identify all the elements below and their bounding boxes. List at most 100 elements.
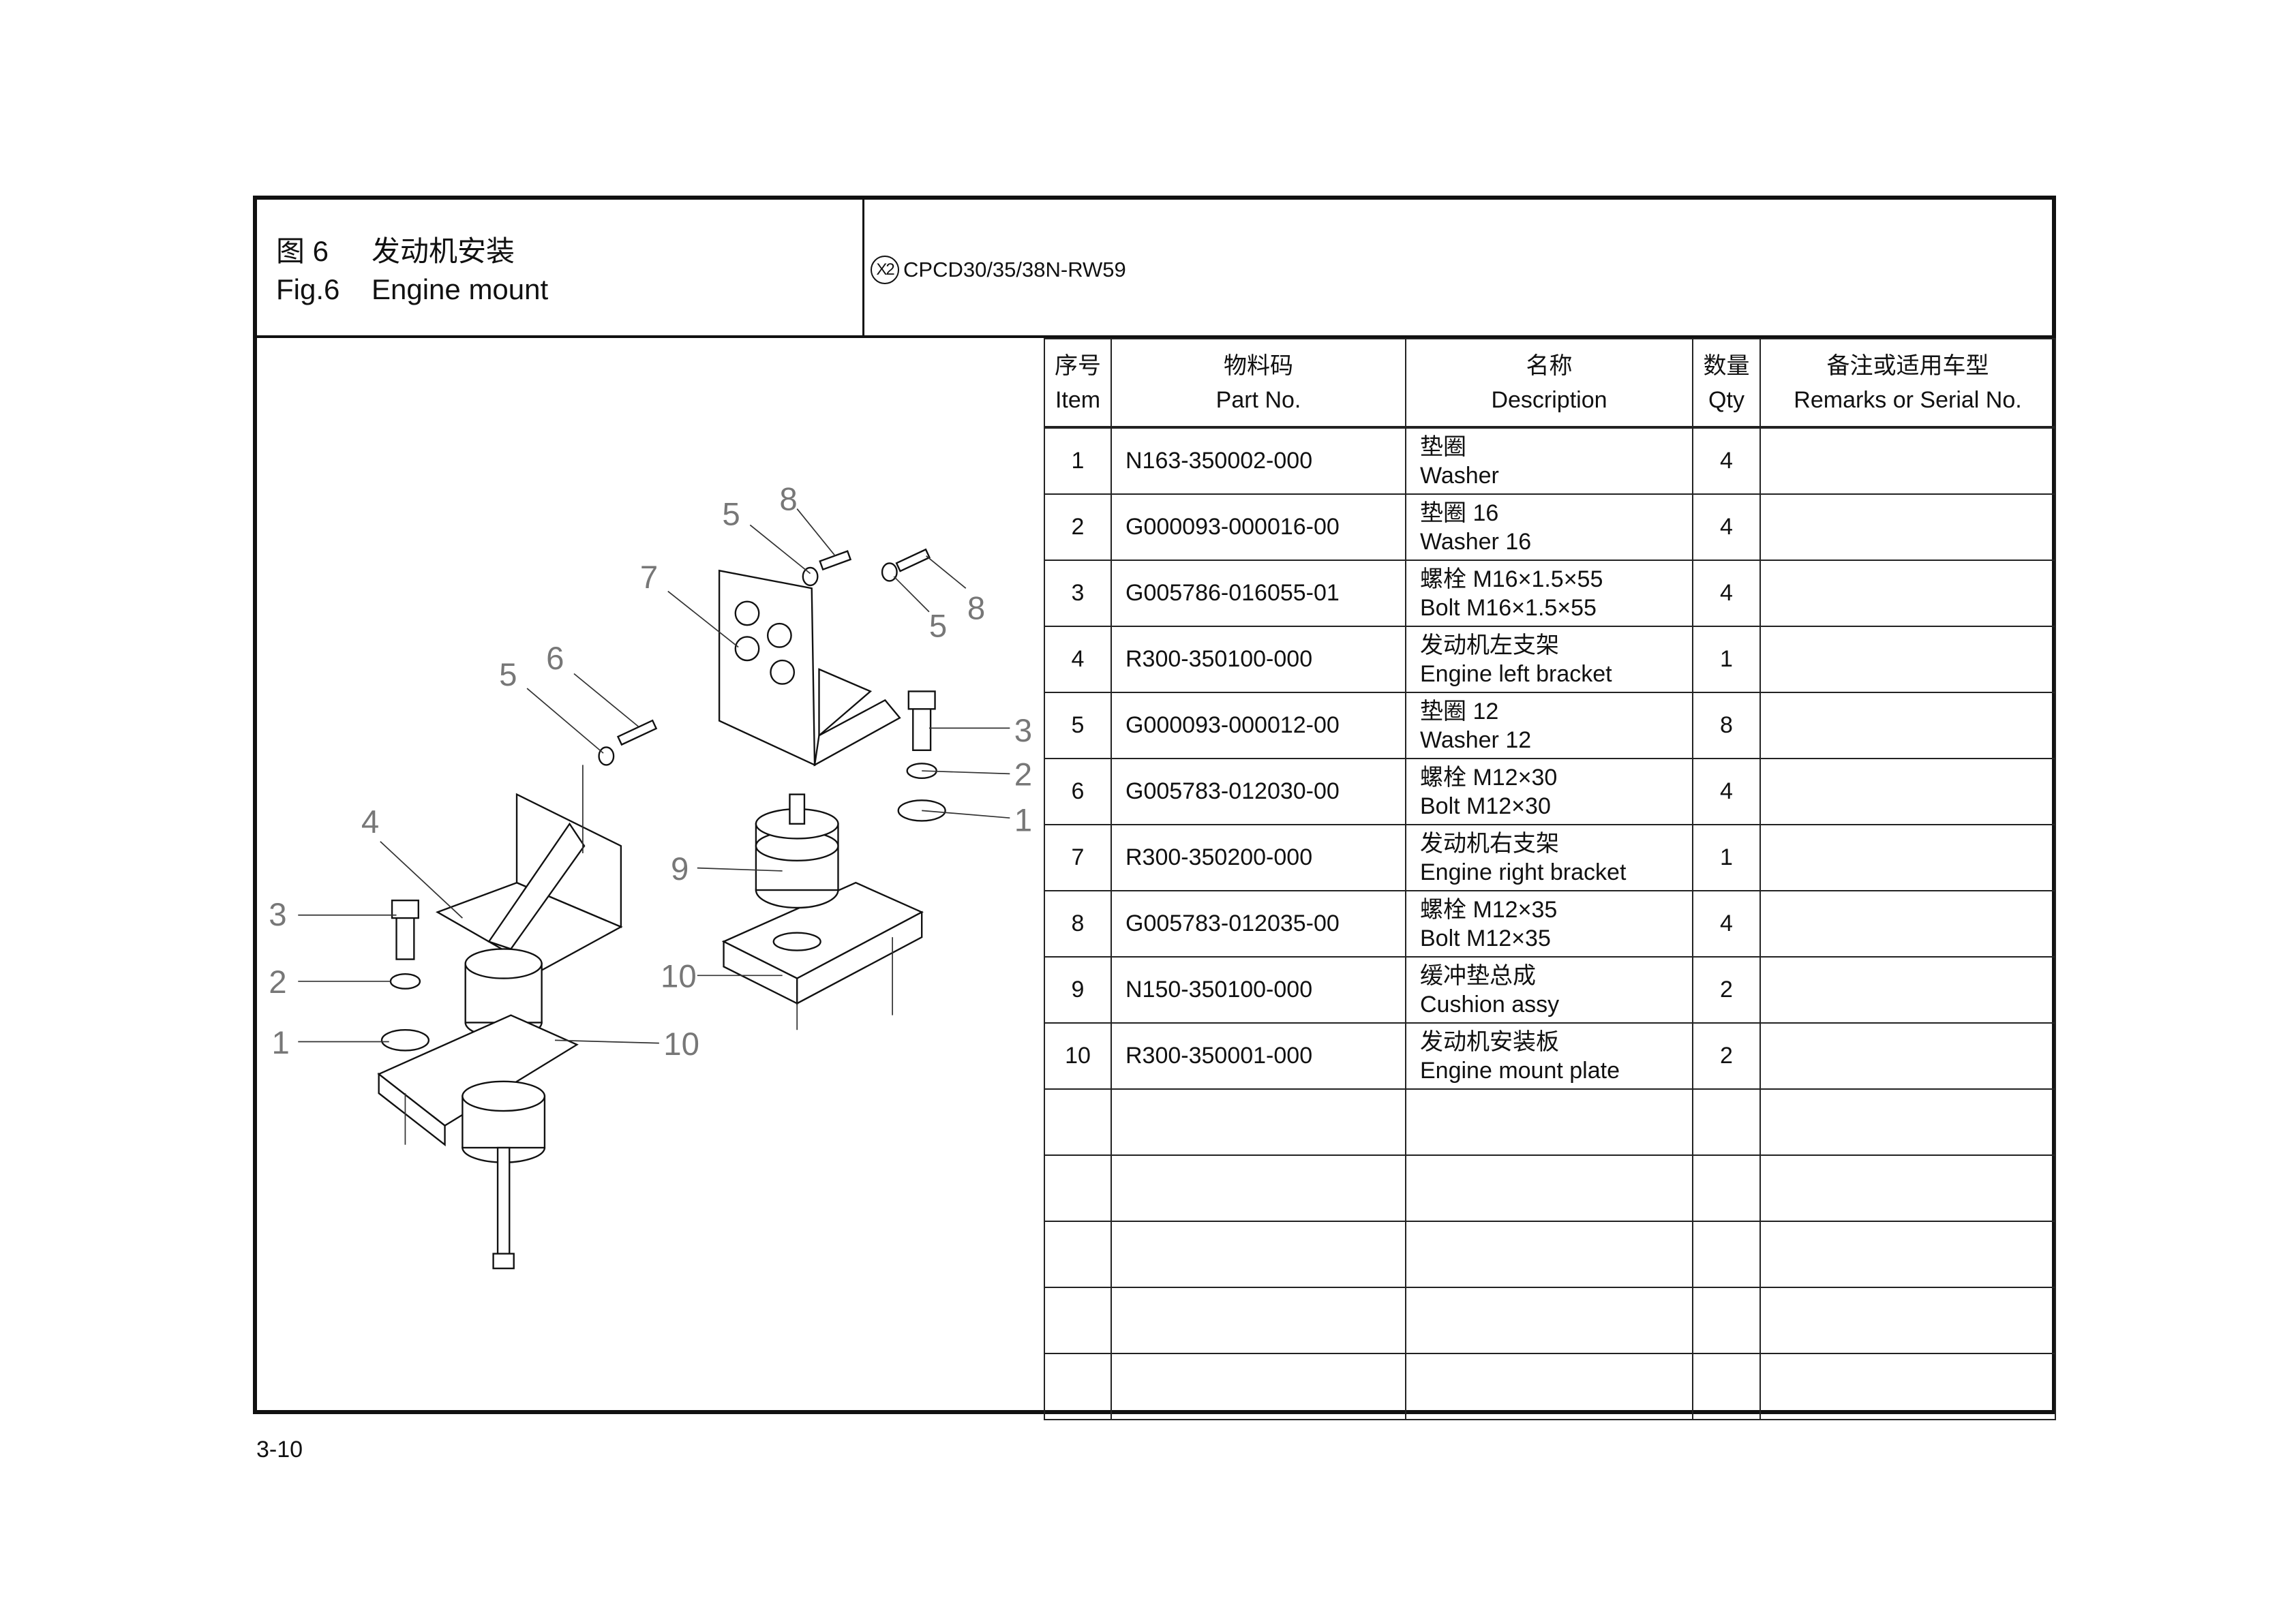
model-text: CPCD30/35/38N-RW59 <box>903 258 1126 281</box>
description-cn: 螺栓 M12×30 <box>1420 764 1558 791</box>
part-number: R300-350001-000 <box>1111 1022 1406 1090</box>
description-cn: 缓冲垫总成 <box>1420 962 1536 989</box>
remarks <box>1759 890 2056 958</box>
callout-8: 8 <box>779 482 797 518</box>
callout-1: 1 <box>272 1025 290 1061</box>
description-en: Bolt M16×1.5×55 <box>1420 594 1597 621</box>
part-number: N150-350100-000 <box>1111 956 1406 1024</box>
description-en: Engine mount plate <box>1420 1057 1620 1084</box>
item-number: 3 <box>1044 560 1112 627</box>
quantity: 4 <box>1692 758 1761 825</box>
item-number: 8 <box>1044 890 1112 958</box>
item-number: 2 <box>1044 493 1112 561</box>
remarks <box>1759 956 2056 1024</box>
quantity: 4 <box>1692 890 1761 958</box>
quantity: 2 <box>1692 956 1761 1024</box>
engine-left-bracket <box>435 793 623 973</box>
empty-table-row <box>1044 1287 2056 1354</box>
empty-table-row <box>1044 1353 2056 1420</box>
item-number: 5 <box>1044 692 1112 759</box>
figure-number-en: Fig.6 <box>276 273 340 305</box>
description-en: Washer <box>1420 462 1499 489</box>
header-rule <box>257 335 2052 338</box>
description-cn: 螺栓 M16×1.5×55 <box>1420 566 1603 592</box>
header-divider <box>862 200 864 337</box>
description-cn: 垫圈 16 <box>1420 500 1499 526</box>
description-en: Engine right bracket <box>1420 859 1627 885</box>
item-number: 10 <box>1044 1022 1112 1090</box>
item-number: 1 <box>1044 427 1112 495</box>
figure-name-en: Engine mount <box>372 273 549 305</box>
callout-5: 5 <box>722 496 740 532</box>
callout-1: 1 <box>1014 803 1032 839</box>
remarks <box>1759 692 2056 759</box>
description-en: Engine left bracket <box>1420 660 1612 687</box>
description-en: Bolt M12×35 <box>1420 925 1551 951</box>
callout-5: 5 <box>499 657 517 693</box>
part-number: G000093-000016-00 <box>1111 493 1406 561</box>
callout-8: 8 <box>967 590 985 626</box>
figure-number-cn: 图 6 <box>276 235 329 267</box>
item-number: 9 <box>1044 956 1112 1024</box>
cushion-assy-left <box>377 948 579 1270</box>
description-cn: 发动机右支架 <box>1420 830 1559 857</box>
remarks <box>1759 1022 2056 1090</box>
callout-labels: 5 8 7 5 8 5 6 3 2 1 4 9 3 2 10 1 10 <box>269 482 1032 1062</box>
page-number: 3-10 <box>256 1437 303 1463</box>
quantity: 4 <box>1692 493 1761 561</box>
figure-title-en: Fig.6 Engine mount <box>276 273 548 306</box>
bolt-3-left <box>380 899 430 1052</box>
callout-2: 2 <box>1014 757 1032 793</box>
bolt-6-left <box>598 719 658 766</box>
callout-3: 3 <box>269 897 286 933</box>
part-number: R300-350100-000 <box>1111 626 1406 693</box>
callout-2: 2 <box>269 964 286 1000</box>
exploded-view-drawing: 5 8 7 5 8 5 6 3 2 1 4 9 3 2 10 1 10 <box>269 482 1032 1270</box>
cushion-assy-right <box>721 793 924 1005</box>
callout-6: 6 <box>546 641 564 677</box>
empty-table-row <box>1044 1221 2056 1288</box>
description-en: Cushion assy <box>1420 991 1560 1017</box>
quantity: 2 <box>1692 1022 1761 1090</box>
remarks <box>1759 824 2056 891</box>
bolt-3-right <box>897 690 946 822</box>
part-number: R300-350200-000 <box>1111 824 1406 891</box>
description-cn: 发动机左支架 <box>1420 632 1559 658</box>
empty-table-row <box>1044 1088 2056 1156</box>
item-number: 7 <box>1044 824 1112 891</box>
callout-7: 7 <box>640 560 658 596</box>
callout-9: 9 <box>671 851 689 887</box>
quantity: 1 <box>1692 626 1761 693</box>
bolt-8-top <box>802 548 931 587</box>
description-cn: 螺栓 M12×35 <box>1420 896 1558 923</box>
description-en: Washer 16 <box>1420 528 1532 555</box>
quantity: 8 <box>1692 692 1761 759</box>
part-number: N163-350002-000 <box>1111 427 1406 495</box>
callout-5: 5 <box>929 608 947 644</box>
quantity: 1 <box>1692 824 1761 891</box>
quantity: 4 <box>1692 560 1761 627</box>
